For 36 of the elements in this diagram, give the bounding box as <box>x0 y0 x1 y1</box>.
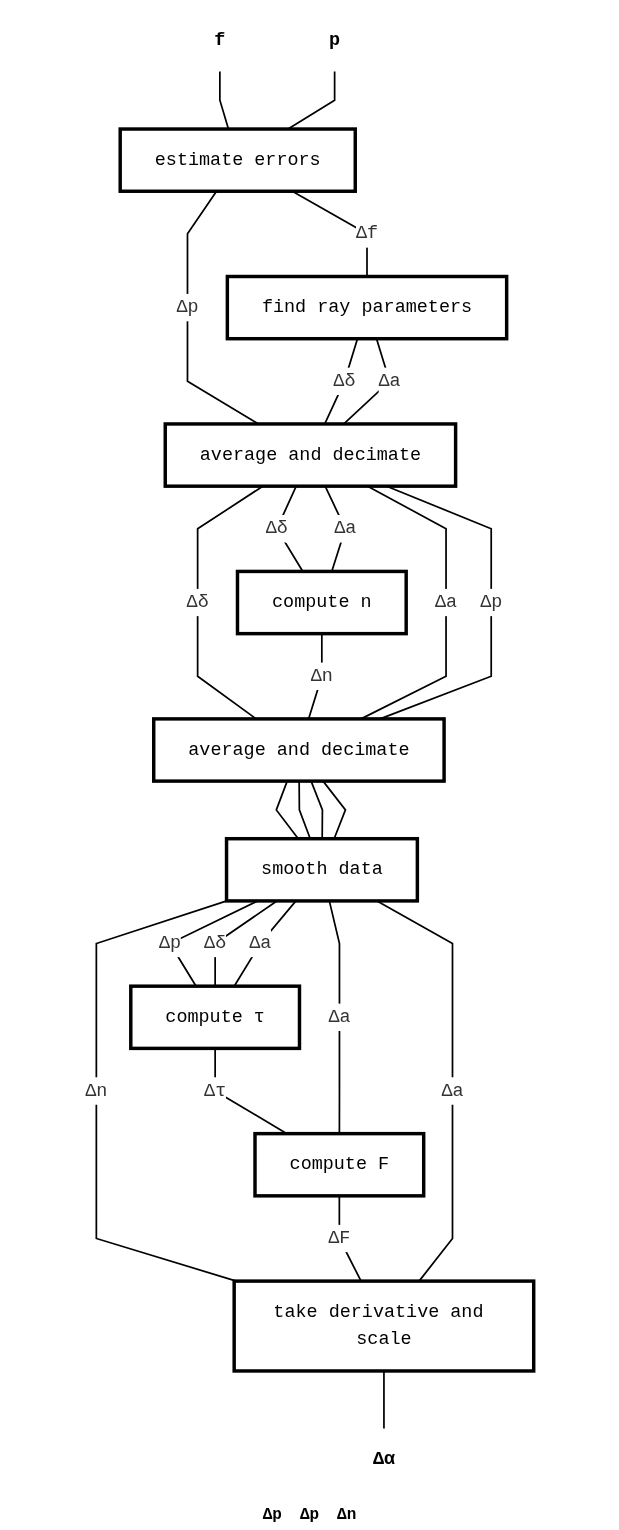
node-box: average and decimate <box>152 717 446 783</box>
node-box: average and decimate <box>163 422 458 488</box>
node-box: estimate errors <box>118 127 357 193</box>
edge-label: Δδ <box>333 370 356 392</box>
edge-label: Δn <box>85 1080 108 1102</box>
edge-label: Δn <box>310 665 333 687</box>
node-box: smooth data <box>224 837 420 903</box>
edge-label: Δp <box>480 592 503 613</box>
signal-label: Δn <box>337 1506 357 1524</box>
node-text: f <box>214 29 226 51</box>
edge-label: Δp <box>176 297 199 318</box>
node-text: Δα <box>372 1449 395 1471</box>
edge-label: Δτ <box>204 1080 227 1102</box>
edge-label: Δa <box>334 518 357 540</box>
connector <box>219 70 230 130</box>
node-box: compute n <box>235 569 408 636</box>
signal-label: Δp <box>299 1506 320 1524</box>
node-text: p <box>329 29 341 51</box>
connector <box>383 1370 385 1430</box>
node-box: find ray parameters <box>225 274 509 341</box>
edge-label: Δf <box>355 223 379 245</box>
node-box: compute F <box>253 1131 426 1198</box>
node-box: take derivative and scale <box>232 1279 536 1373</box>
node-box: compute τ <box>129 984 302 1051</box>
edge-label: ΔF <box>328 1228 351 1249</box>
edge-label: Δa <box>441 1080 464 1102</box>
edge-label: Δa <box>378 370 401 392</box>
edge-label: Δδ <box>265 518 288 540</box>
edge-label: Δδ <box>204 933 227 954</box>
edge-label: Δp <box>158 933 182 954</box>
edge-label: Δa <box>249 933 272 954</box>
edge-label: Δδ <box>186 592 209 613</box>
edge-label: Δa <box>434 592 458 613</box>
signal-label: Δp <box>262 1506 282 1524</box>
edge-label: Δa <box>328 1006 351 1028</box>
connector <box>287 70 336 130</box>
